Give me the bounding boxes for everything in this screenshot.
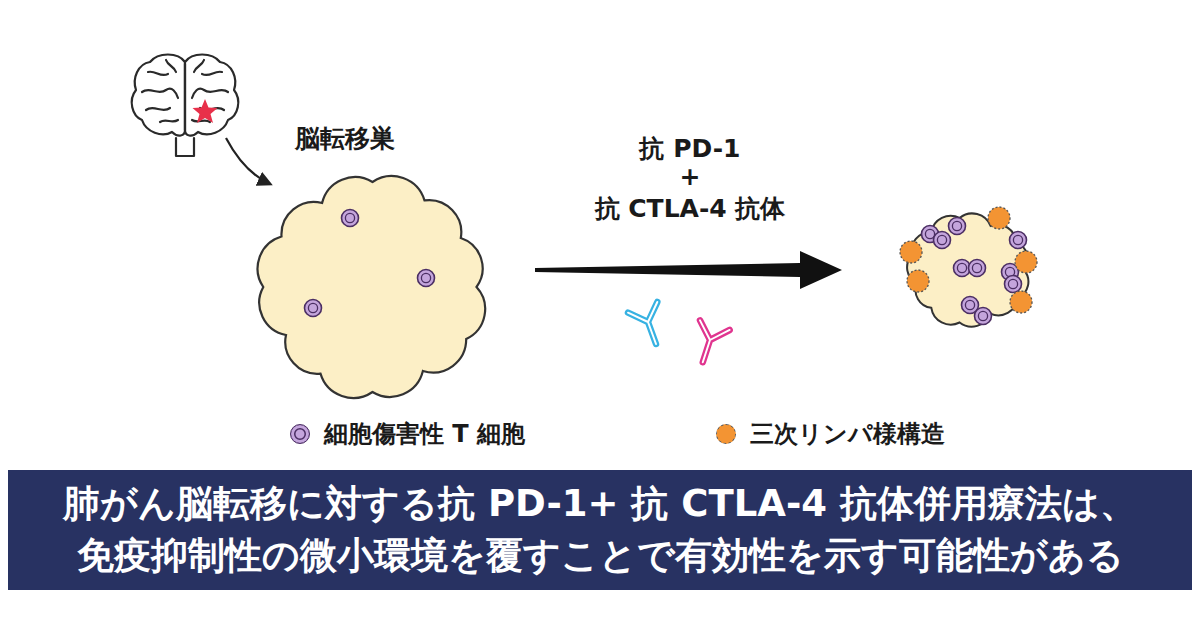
drug-label: + (680, 162, 701, 192)
tertiary-lymphoid-structure (1015, 251, 1037, 273)
t-cell (1010, 232, 1027, 249)
drug-label: 抗 PD-1 (639, 134, 740, 164)
curved-arrow (226, 138, 270, 184)
caption: 肺がん脳転移に対する抗 PD-1+ 抗 CTLA-4 抗体併用療法は、 免疫抑制… (15, 478, 1185, 582)
tertiary-lymphoid-structure (988, 207, 1010, 229)
tertiary-lymphoid-structure (907, 270, 929, 292)
legend-text: 細胞傷害性 T 細胞 (324, 418, 525, 450)
metastasis-star (193, 99, 218, 123)
t-cell (1005, 276, 1022, 293)
tumor-node: 脳転移巣 (250, 122, 495, 404)
t-cell (975, 308, 992, 325)
t-cell (949, 218, 966, 235)
legend-item: 細胞傷害性 T 細胞 (290, 418, 525, 450)
antibody-magenta (688, 320, 730, 367)
node-heading: 脳転移巣 (295, 122, 395, 155)
t-cell (342, 210, 359, 227)
antibody-cyan (628, 302, 671, 349)
t-cell (418, 270, 435, 287)
tertiary-lymphoid-structure (1010, 291, 1032, 313)
tertiary-lymphoid-structure (900, 241, 922, 263)
legend-text: 三次リンパ様構造 (750, 418, 945, 450)
legend-item: 三次リンパ様構造 (716, 418, 945, 450)
legend-swatch (290, 424, 310, 444)
t-cell (969, 260, 986, 277)
t-cell (305, 300, 322, 317)
treatment-arrow (535, 251, 842, 289)
tumor-blob (250, 170, 495, 404)
t-cell (934, 232, 951, 249)
brain-icon (132, 55, 239, 157)
shrunken-tumor (900, 207, 1037, 327)
legend-swatch (716, 424, 736, 444)
caption-band: 肺がん脳転移に対する抗 PD-1+ 抗 CTLA-4 抗体併用療法は、 免疫抑制… (8, 470, 1192, 590)
drug-label: 抗 CTLA-4 抗体 (595, 194, 786, 224)
